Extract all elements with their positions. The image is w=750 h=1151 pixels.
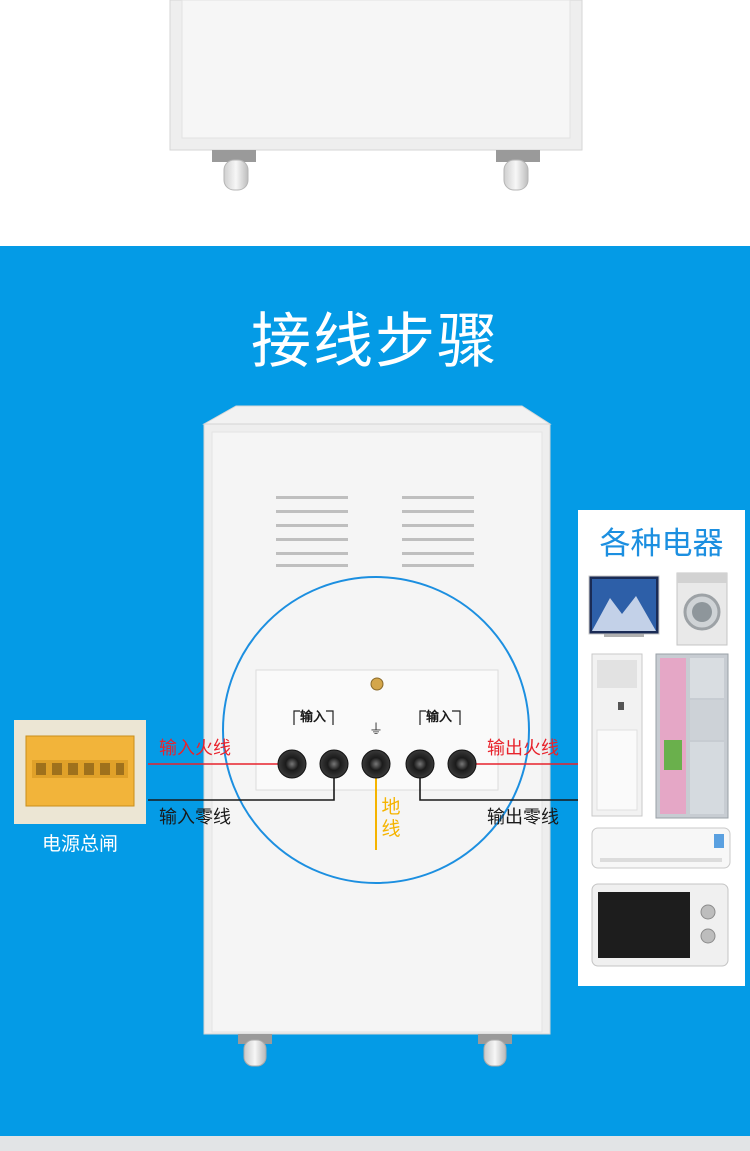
cabinet-bottom-illustration	[169, 0, 583, 191]
refrigerator-image	[655, 653, 729, 819]
breaker-label: 电源总闸	[41, 833, 118, 855]
input-neutral-wire	[148, 768, 335, 801]
microwave-image	[591, 883, 729, 967]
vents-right	[402, 496, 474, 567]
terminal-label-input-left: 输入	[300, 710, 327, 725]
ground-symbol-icon: ⏚	[369, 722, 383, 738]
bottom-strip	[0, 1136, 750, 1151]
output-live-label: 输出火线	[487, 738, 559, 759]
terminals	[277, 749, 477, 779]
input-live-label: 输入火线	[159, 738, 231, 759]
input-neutral-label: 输入零线	[159, 807, 231, 828]
top-section	[0, 0, 750, 246]
washing-machine-image	[676, 572, 728, 646]
tv-image	[588, 575, 660, 637]
ground-label: 地线	[381, 796, 401, 840]
page-title: 接线步骤	[251, 307, 499, 377]
vents-left	[276, 496, 348, 567]
output-neutral-label: 输出零线	[487, 807, 559, 828]
air-conditioner-tower-image	[591, 653, 643, 817]
output-neutral-wire	[419, 768, 578, 801]
breaker-image	[14, 720, 146, 824]
split-air-conditioner-image	[591, 827, 731, 869]
screw-icon	[370, 677, 384, 691]
highlight-circle	[222, 576, 530, 884]
appliance-panel-title: 各种电器	[599, 526, 724, 562]
terminal-label-input-right: 输入	[426, 710, 453, 725]
